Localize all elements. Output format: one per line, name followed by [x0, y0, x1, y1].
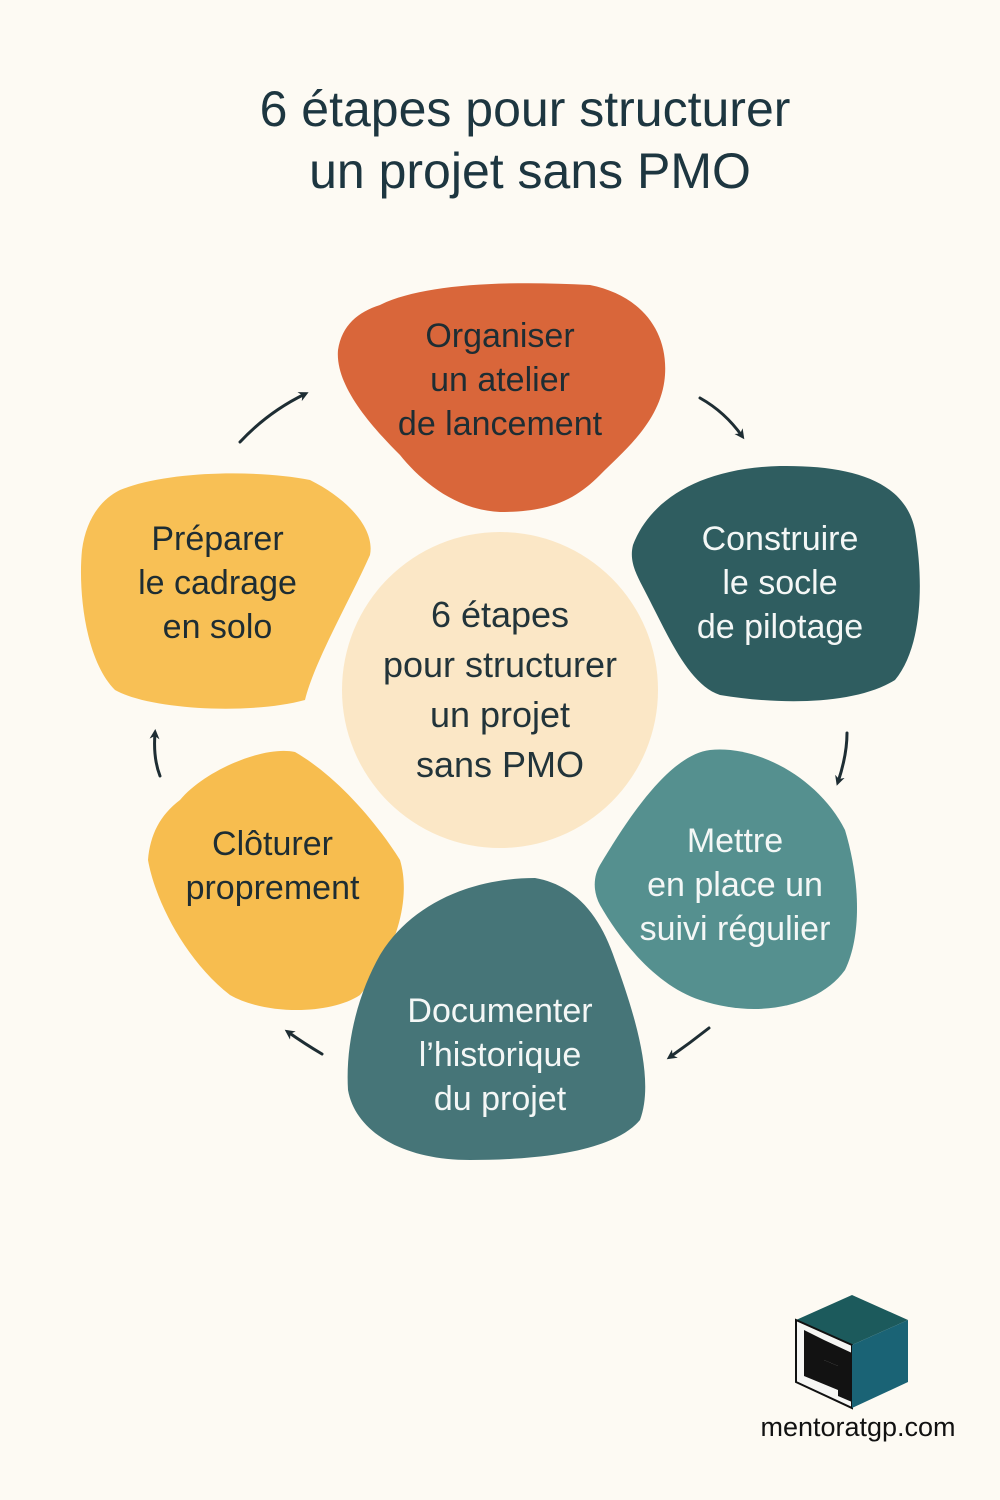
step-label-atelier: Organiser un atelier de lancement: [355, 310, 645, 450]
arrow-4-to-5: [284, 1029, 324, 1056]
step-2-line-3: de pilotage: [696, 607, 864, 646]
step-shape-documenter: [347, 878, 646, 1160]
step-3-line-2: en place un: [647, 865, 823, 904]
step-6-line-1: Préparer: [151, 519, 284, 558]
center-line-3: un projet: [429, 694, 571, 735]
step-1-line-2: un atelier: [430, 361, 570, 399]
step-4-line-2: l’historique: [418, 1036, 582, 1074]
title-line-1: 6 étapes pour structurer: [259, 81, 791, 137]
step-2-line-2: le socle: [722, 563, 838, 602]
center-line-4: sans PMO: [415, 744, 585, 785]
arrow-1-to-2: [698, 396, 745, 440]
arrow-3-to-4: [666, 1026, 711, 1060]
step-1-line-1: Organiser: [425, 317, 575, 355]
step-6-line-2: le cadrage: [138, 563, 297, 602]
step-label-cloture: Clôturer proprement: [150, 818, 395, 913]
step-label-suivi: Mettre en place un suivi régulier: [615, 817, 855, 952]
center-circle: [342, 532, 658, 848]
step-label-socle: Construire le socle de pilotage: [655, 515, 905, 650]
page-title: 6 étapes pour structurer un projet sans …: [120, 78, 950, 202]
step-3-line-1: Mettre: [686, 821, 784, 860]
step-shape-atelier: [337, 283, 666, 512]
center-line-2: pour structurer: [382, 644, 618, 685]
step-label-documenter: Documenter l’historique du projet: [365, 985, 635, 1125]
step-shape-cloture: [148, 750, 404, 1010]
step-shape-prepare-cadrage: [80, 473, 371, 709]
arrow-2-to-3: [835, 731, 849, 786]
arrow-6-to-1: [238, 392, 309, 444]
step-shape-suivi: [594, 749, 858, 1009]
step-4-line-3: du projet: [433, 1080, 567, 1118]
step-5-line-2: proprement: [185, 868, 360, 907]
center-line-1: 6 étapes: [430, 594, 570, 635]
cube-logo-icon: [795, 1295, 908, 1410]
arrow-5-to-6: [149, 729, 162, 778]
step-6-line-3: en solo: [162, 607, 273, 646]
step-5-line-1: Clôturer: [212, 824, 333, 863]
step-1-line-3: de lancement: [397, 405, 603, 443]
step-label-prepare-cadrage: Préparer le cadrage en solo: [95, 515, 340, 650]
step-4-line-1: Documenter: [407, 992, 593, 1030]
center-label: 6 étapes pour structurer un projet sans …: [350, 590, 650, 790]
step-2-line-1: Construire: [701, 519, 859, 558]
step-3-line-3: suivi régulier: [639, 909, 831, 948]
brand-url: mentoratgp.com: [760, 1412, 956, 1442]
step-shape-socle: [631, 465, 920, 702]
title-line-2: un projet sans PMO: [309, 143, 751, 199]
